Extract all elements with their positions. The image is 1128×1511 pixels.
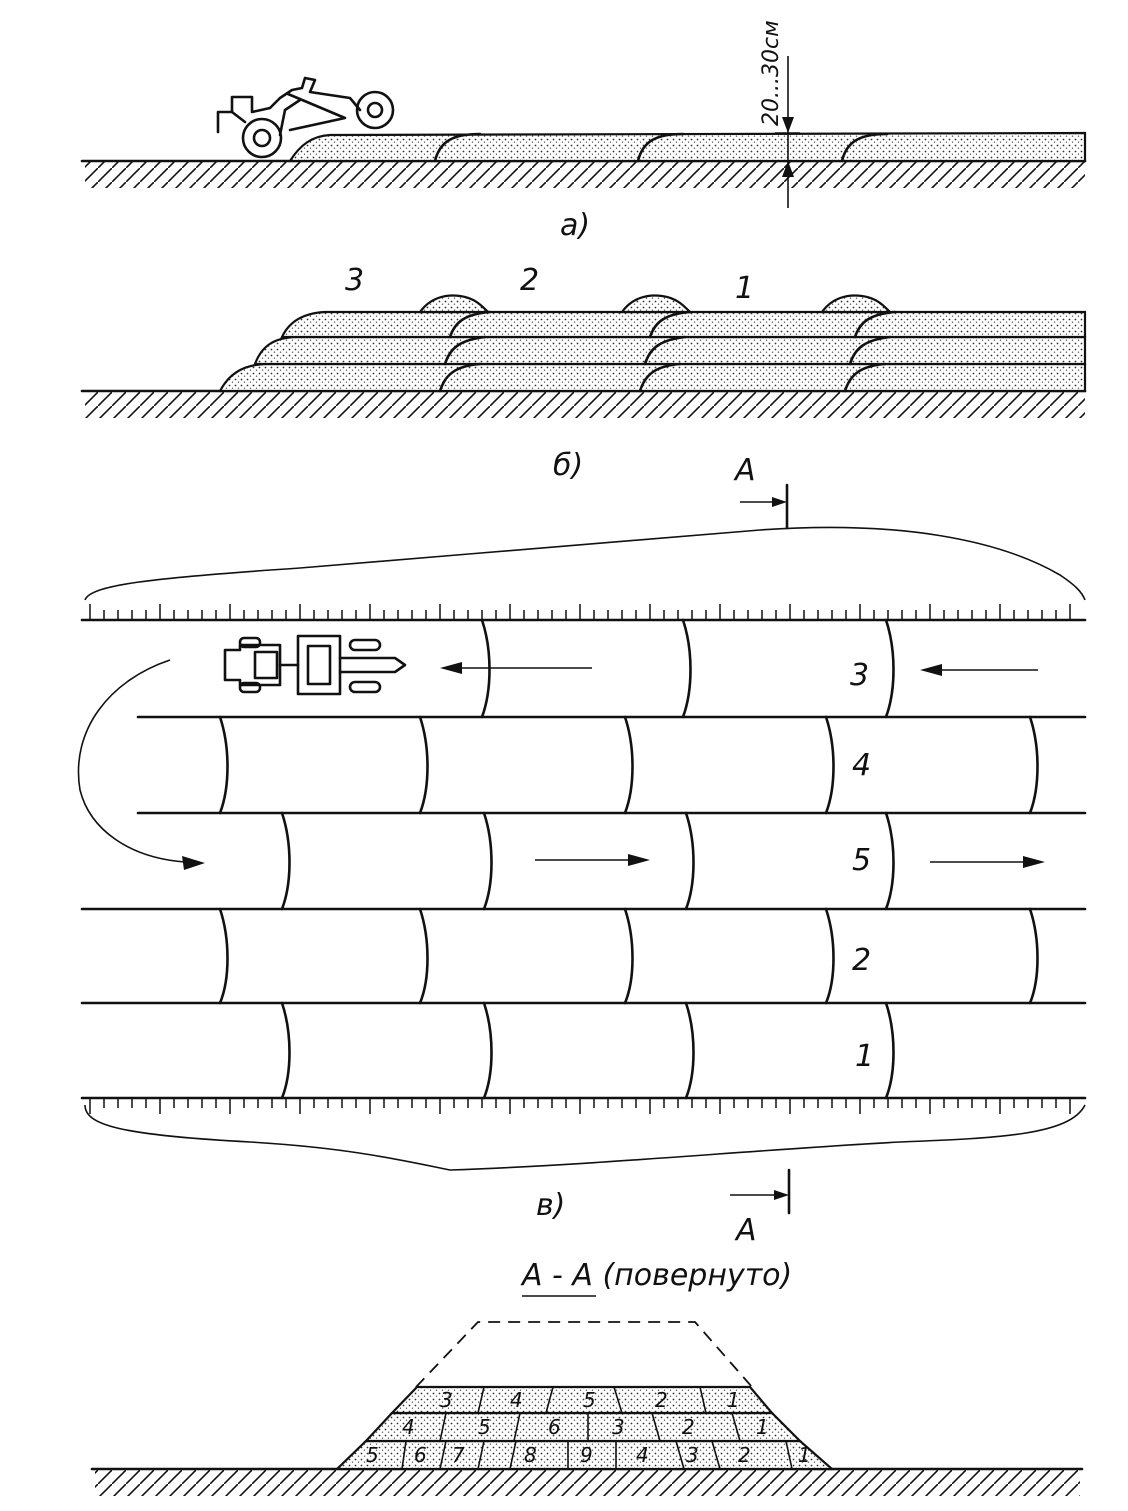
cell-label: 2 [655, 1388, 668, 1412]
cell-label: 8 [524, 1443, 537, 1467]
soil-layer [288, 131, 1087, 163]
figure-v: A [77, 453, 1087, 1248]
lane-3-segments [480, 618, 895, 719]
layer-number: 2 [520, 263, 539, 298]
section-a-a: A - A (повернуто) [90, 1258, 1084, 1496]
section-bottom-dividers [401, 1440, 793, 1470]
lane-number: 3 [850, 658, 869, 693]
lane-number: 5 [852, 843, 871, 878]
section-layer-top [389, 1385, 775, 1415]
direction-arrow-left [440, 662, 592, 674]
layer-number: 3 [345, 263, 364, 298]
section-layer-middle [363, 1411, 803, 1443]
section-top-dividers [477, 1386, 707, 1414]
lane-number: 4 [852, 748, 871, 783]
cell-label: 6 [548, 1415, 561, 1439]
lane-5-segments [280, 811, 895, 911]
ground-hatch [85, 162, 1085, 188]
embankment-outline-bottom [84, 1104, 1086, 1171]
cell-label: 3 [440, 1388, 453, 1412]
edge-ticks-top [89, 604, 1071, 620]
cell-label: 4 [636, 1443, 649, 1467]
cell-label: 3 [686, 1443, 699, 1467]
dimension-marker: 20...30см [759, 20, 800, 208]
dimension-label: 20...30см [759, 20, 784, 126]
soil-hump [619, 294, 693, 314]
section-title: A - A (повернуто) [520, 1258, 792, 1293]
cell-label: 6 [414, 1443, 427, 1467]
scraper-machine [216, 76, 395, 159]
turn-arrow [77, 659, 205, 870]
overlap-arc [840, 132, 889, 163]
cell-label: 4 [510, 1388, 523, 1412]
lane-4-segments [218, 715, 1039, 815]
soil-layer-bottom [218, 362, 1087, 393]
lane-number: 1 [855, 1039, 874, 1074]
overlap-arc [636, 132, 685, 163]
section-mid-dividers [439, 1412, 741, 1442]
overlap-arc [638, 310, 692, 393]
cell-label: 3 [612, 1415, 625, 1439]
figure-a-label: а) [560, 208, 590, 243]
overlap-arc [438, 310, 492, 393]
ground-hatch [85, 392, 1085, 418]
soil-layer-top [280, 310, 1087, 339]
direction-arrow-right [535, 854, 650, 866]
direction-arrow-left [920, 664, 1038, 676]
edge-ticks-bottom [89, 1098, 1071, 1114]
soil-hump [417, 294, 491, 314]
lane-2-segments [218, 907, 1039, 1005]
figure-b-label: б) [553, 448, 583, 483]
cell-label: 7 [452, 1443, 465, 1467]
direction-arrow-right [930, 856, 1045, 868]
cell-label: 5 [583, 1388, 596, 1412]
cell-label: 9 [580, 1443, 593, 1467]
lane-1-segments [280, 1001, 895, 1100]
cell-label: 1 [727, 1388, 740, 1412]
overlap-arc [843, 310, 897, 393]
lane-number: 2 [852, 943, 871, 978]
section-mark-bottom: A [734, 1213, 757, 1248]
scraper-plan-view [223, 634, 407, 696]
cell-label: 5 [478, 1415, 491, 1439]
figure-b: 3 2 1 б) [80, 263, 1087, 483]
cell-label: 4 [402, 1415, 415, 1439]
section-mark-top: A [733, 453, 756, 488]
cell-label: 2 [682, 1415, 695, 1439]
embankment-outline-top [84, 526, 1086, 601]
soil-hump [819, 294, 893, 314]
cell-label: 1 [798, 1443, 811, 1467]
cell-label: 1 [756, 1415, 769, 1439]
cell-label: 2 [738, 1443, 751, 1467]
ground-hatch [95, 1470, 1080, 1496]
cell-label: 5 [366, 1443, 379, 1467]
overlap-arc [433, 132, 482, 163]
figure-v-label: в) [536, 1188, 565, 1223]
design-profile [415, 1321, 753, 1388]
layer-number: 1 [735, 271, 754, 306]
figure-a: 20...30см а) [80, 20, 1087, 243]
